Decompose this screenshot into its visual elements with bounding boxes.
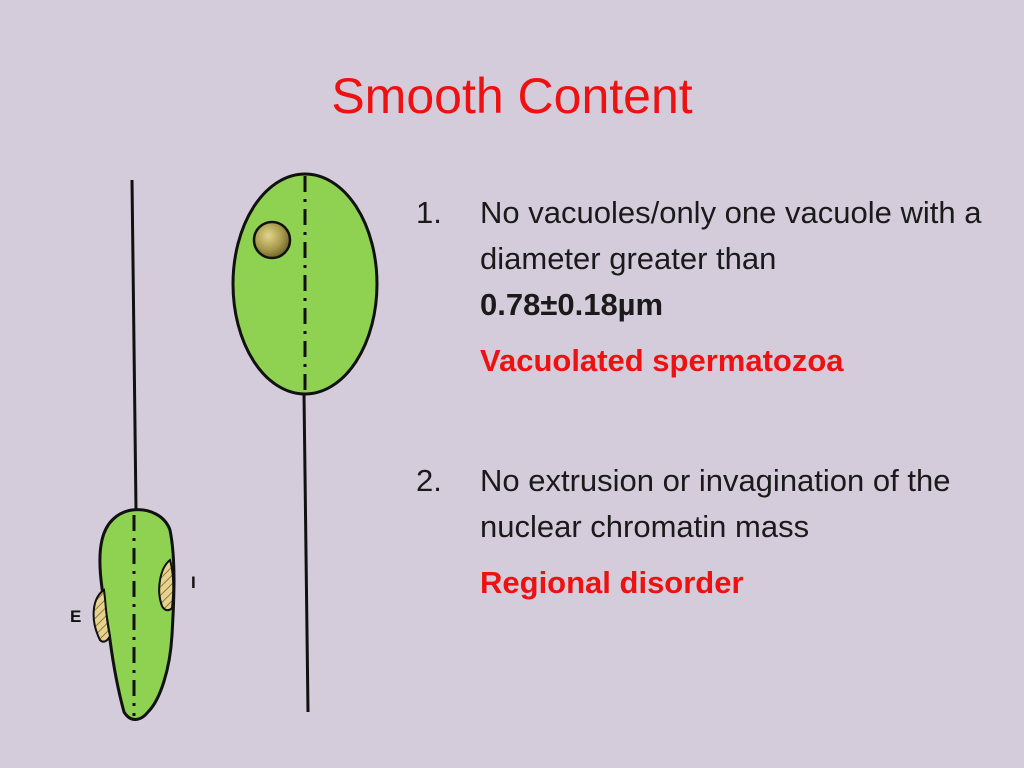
label-i: I xyxy=(191,573,196,592)
diameter-value: 0.78±0.18µm xyxy=(480,287,664,322)
item-text: No vacuoles/only one vacuole with a diam… xyxy=(480,195,982,276)
item-number: 1. xyxy=(416,195,442,230)
left-sperm-head xyxy=(98,508,176,721)
sperm-diagram: E I xyxy=(70,172,379,721)
item-text: No extrusion or invagination of the nucl… xyxy=(480,463,951,544)
criteria-item-1: 1. No vacuoles/only one vacuole with a d… xyxy=(416,190,1006,384)
classification-label: Vacuolated spermatozoa xyxy=(480,343,844,378)
right-sperm-tail xyxy=(302,393,310,713)
slide-title: Smooth Content xyxy=(331,68,693,124)
criteria-list: 1. No vacuoles/only one vacuole with a d… xyxy=(416,190,1006,606)
item-number: 2. xyxy=(416,463,442,498)
classification-label: Regional disorder xyxy=(480,565,744,600)
extrusion-region xyxy=(92,588,112,643)
invagination-region xyxy=(158,558,175,612)
vacuole xyxy=(252,220,292,260)
left-sperm-tail xyxy=(130,179,138,511)
label-e: E xyxy=(70,607,81,626)
criteria-item-2: 2. No extrusion or invagination of the n… xyxy=(416,458,1006,606)
